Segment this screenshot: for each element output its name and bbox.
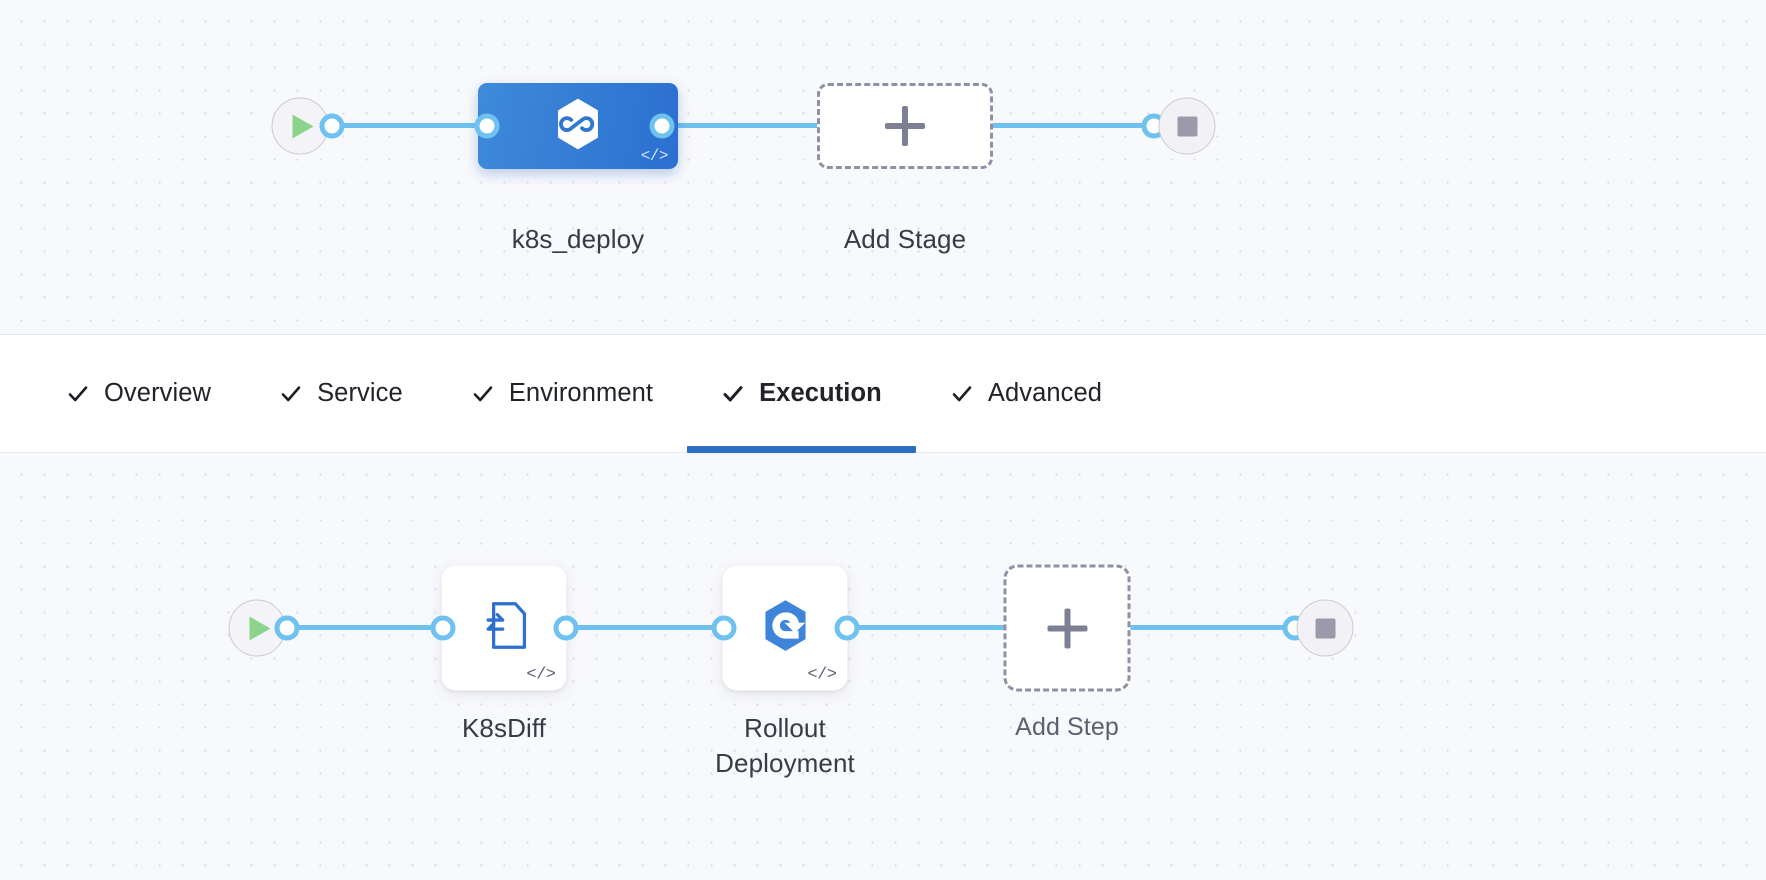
port-k8sdiff-in[interactable] bbox=[430, 615, 456, 641]
edge-addstage-to-end bbox=[991, 123, 1154, 128]
k8s-diff-document-icon bbox=[475, 597, 533, 660]
add-stage-label: Add Stage bbox=[843, 224, 967, 254]
stage-label-k8s-deploy: k8s_deploy bbox=[511, 224, 645, 254]
edge-start-to-k8sdiff bbox=[287, 625, 457, 630]
step-label-k8sdiff: K8sDiff bbox=[461, 713, 547, 743]
stage-yaml-badge[interactable]: </> bbox=[640, 147, 669, 165]
check-icon bbox=[471, 382, 495, 406]
port-start-out[interactable] bbox=[319, 113, 345, 139]
stage-graph: </> k8s_deploy Add Stage bbox=[0, 0, 1766, 334]
tab-service[interactable]: Service bbox=[245, 335, 437, 452]
port-k8sdiff-out[interactable] bbox=[553, 615, 579, 641]
play-icon bbox=[249, 616, 271, 640]
port-rollout-out[interactable] bbox=[834, 615, 860, 641]
port-k8sdeploy-in[interactable] bbox=[474, 113, 500, 139]
tab-active-underline bbox=[687, 446, 916, 453]
port-k8sdeploy-out[interactable] bbox=[649, 113, 675, 139]
stage-setup-tabs: Overview Service Environment Execution A… bbox=[0, 334, 1766, 453]
play-icon bbox=[292, 114, 314, 138]
harness-cd-hexagon-icon bbox=[549, 95, 607, 158]
edge-k8sdiff-to-rollout bbox=[566, 625, 732, 630]
edge-addstep-to-end bbox=[1129, 625, 1295, 630]
stop-icon bbox=[1315, 618, 1335, 638]
tab-environment[interactable]: Environment bbox=[437, 335, 687, 452]
check-icon bbox=[279, 382, 303, 406]
plus-icon bbox=[885, 106, 925, 146]
tab-environment-label: Environment bbox=[508, 378, 654, 407]
rollout-deployment-hexagon-icon bbox=[755, 596, 815, 661]
k8sdiff-yaml-badge[interactable]: </> bbox=[526, 665, 556, 685]
tab-advanced-label: Advanced bbox=[987, 378, 1103, 407]
stage-graph-start-node[interactable] bbox=[271, 97, 329, 155]
execution-graph-canvas: </> K8sDiff </> Rollout bbox=[0, 453, 1766, 880]
step-node-k8sdiff[interactable]: </> bbox=[441, 565, 567, 691]
add-step-button[interactable] bbox=[1003, 564, 1131, 692]
tab-execution-label: Execution bbox=[759, 378, 882, 407]
port-exec-start-out[interactable] bbox=[274, 615, 300, 641]
edge-rollout-to-addstep bbox=[847, 625, 1012, 630]
rollout-yaml-badge[interactable]: </> bbox=[807, 665, 837, 685]
stage-graph-canvas: </> k8s_deploy Add Stage bbox=[0, 0, 1766, 334]
add-stage-button[interactable] bbox=[817, 83, 993, 169]
check-icon bbox=[950, 382, 974, 406]
check-icon bbox=[721, 382, 745, 406]
tab-overview[interactable]: Overview bbox=[32, 335, 245, 452]
add-step-label: Add Step bbox=[1015, 713, 1119, 741]
execution-graph-end-node[interactable] bbox=[1296, 599, 1354, 657]
tab-advanced[interactable]: Advanced bbox=[916, 335, 1136, 452]
stop-icon bbox=[1177, 116, 1197, 136]
step-label-rollout-deployment: Rollout Deployment bbox=[715, 713, 855, 778]
stage-graph-end-node[interactable] bbox=[1158, 97, 1216, 155]
tab-service-label: Service bbox=[317, 378, 403, 407]
tab-execution[interactable]: Execution bbox=[687, 335, 916, 453]
execution-graph: </> K8sDiff </> Rollout bbox=[0, 453, 1766, 880]
edge-k8sdeploy-to-addstage bbox=[662, 123, 820, 128]
port-rollout-in[interactable] bbox=[711, 615, 737, 641]
plus-icon bbox=[1047, 608, 1087, 648]
stage-node-k8s-deploy[interactable]: </> bbox=[478, 83, 678, 169]
step-node-rollout-deployment[interactable]: </> bbox=[722, 565, 848, 691]
check-icon bbox=[66, 382, 90, 406]
tab-overview-label: Overview bbox=[104, 378, 212, 407]
edge-start-to-k8sdeploy bbox=[332, 123, 492, 128]
